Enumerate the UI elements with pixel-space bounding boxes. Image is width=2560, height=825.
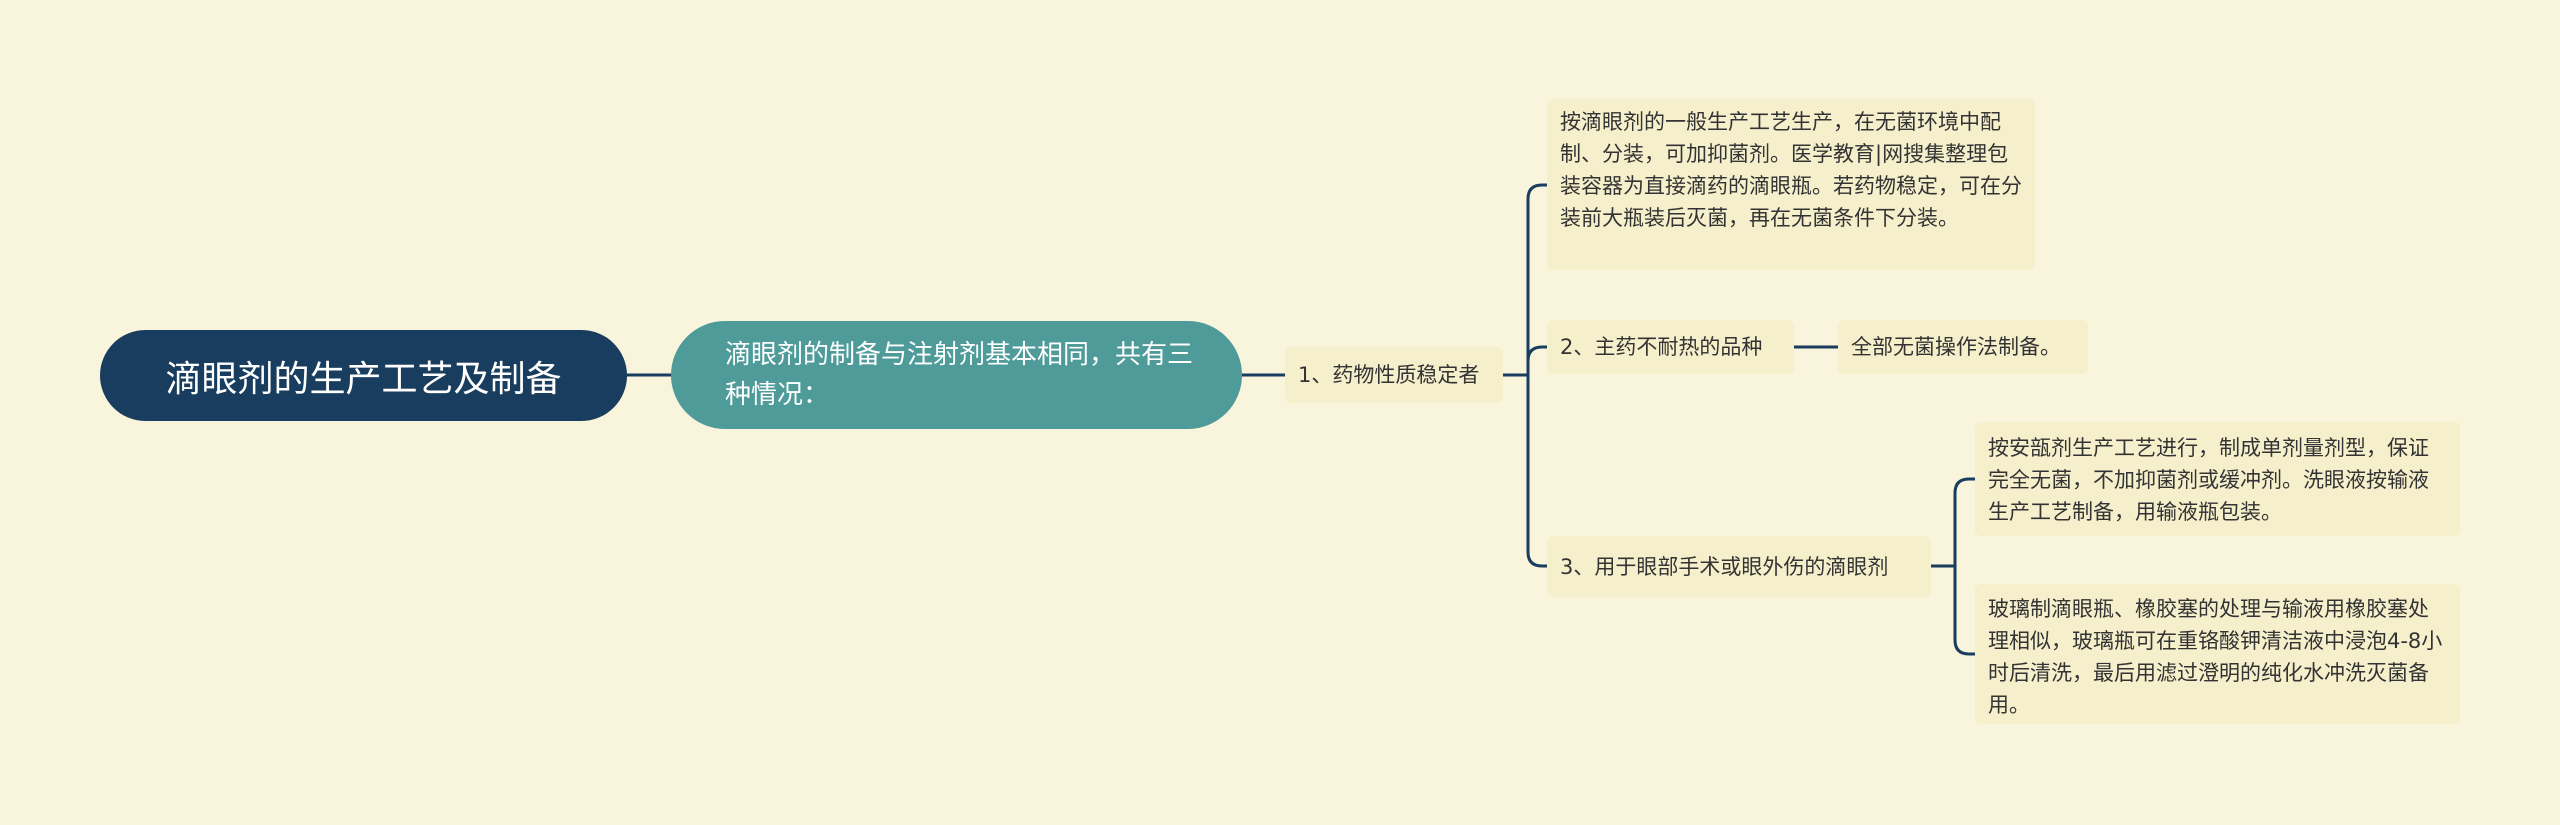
root-topic[interactable]: 滴眼剂的生产工艺及制备: [100, 330, 627, 421]
connector-level3c-branch-b: [1953, 477, 1977, 568]
subtopic-eye-surgery-text: 3、用于眼部手术或眼外伤的滴眼剂: [1560, 554, 1889, 579]
connector-level2-branch-b: [1526, 345, 1549, 377]
leaf-aseptic-operation-text: 全部无菌操作法制备。: [1851, 335, 2061, 359]
connector-level2-branch-a: [1526, 183, 1549, 377]
subtopic-stable-drugs-text: 1、药物性质稳定者: [1298, 363, 1480, 387]
leaf-aseptic-operation[interactable]: 全部无菌操作法制备。: [1838, 320, 2088, 374]
leaf-ampoule-process[interactable]: 按安瓿剂生产工艺进行，制成单剂量剂型，保证完全无菌，不加抑菌剂或缓冲剂。洗眼液按…: [1975, 422, 2460, 536]
subtopic-general-process-text: 按滴眼剂的一般生产工艺生产，在无菌环境中配制、分装，可加抑菌剂。医学教育|网搜集…: [1560, 110, 2022, 230]
subtopic-heat-sensitive[interactable]: 2、主药不耐热的品种: [1547, 320, 1794, 374]
leaf-bottle-treatment[interactable]: 玻璃制滴眼瓶、橡胶塞的处理与输液用橡胶塞处理相似，玻璃瓶可在重铬酸钾清洁液中浸泡…: [1975, 584, 2460, 724]
subtopic-eye-surgery[interactable]: 3、用于眼部手术或眼外伤的滴眼剂: [1547, 536, 1931, 597]
subtopic-heat-sensitive-text: 2、主药不耐热的品种: [1560, 335, 1763, 359]
main-topic-text: 滴眼剂的制备与注射剂基本相同，共有三种情况：: [725, 340, 1194, 410]
connector-level3c-branch-c: [1953, 564, 1977, 656]
subtopic-stable-drugs[interactable]: 1、药物性质稳定者: [1285, 347, 1503, 403]
root-topic-text: 滴眼剂的生产工艺及制备: [165, 358, 562, 400]
main-topic[interactable]: 滴眼剂的制备与注射剂基本相同，共有三种情况：: [671, 321, 1242, 429]
leaf-ampoule-process-text: 按安瓿剂生产工艺进行，制成单剂量剂型，保证完全无菌，不加抑菌剂或缓冲剂。洗眼液按…: [1988, 436, 2429, 524]
subtopic-general-process[interactable]: 按滴眼剂的一般生产工艺生产，在无菌环境中配制、分装，可加抑菌剂。医学教育|网搜集…: [1547, 99, 2035, 270]
leaf-bottle-treatment-text: 玻璃制滴眼瓶、橡胶塞的处理与输液用橡胶塞处理相似，玻璃瓶可在重铬酸钾清洁液中浸泡…: [1988, 597, 2443, 717]
connector-level2-branch-c: [1526, 373, 1549, 568]
